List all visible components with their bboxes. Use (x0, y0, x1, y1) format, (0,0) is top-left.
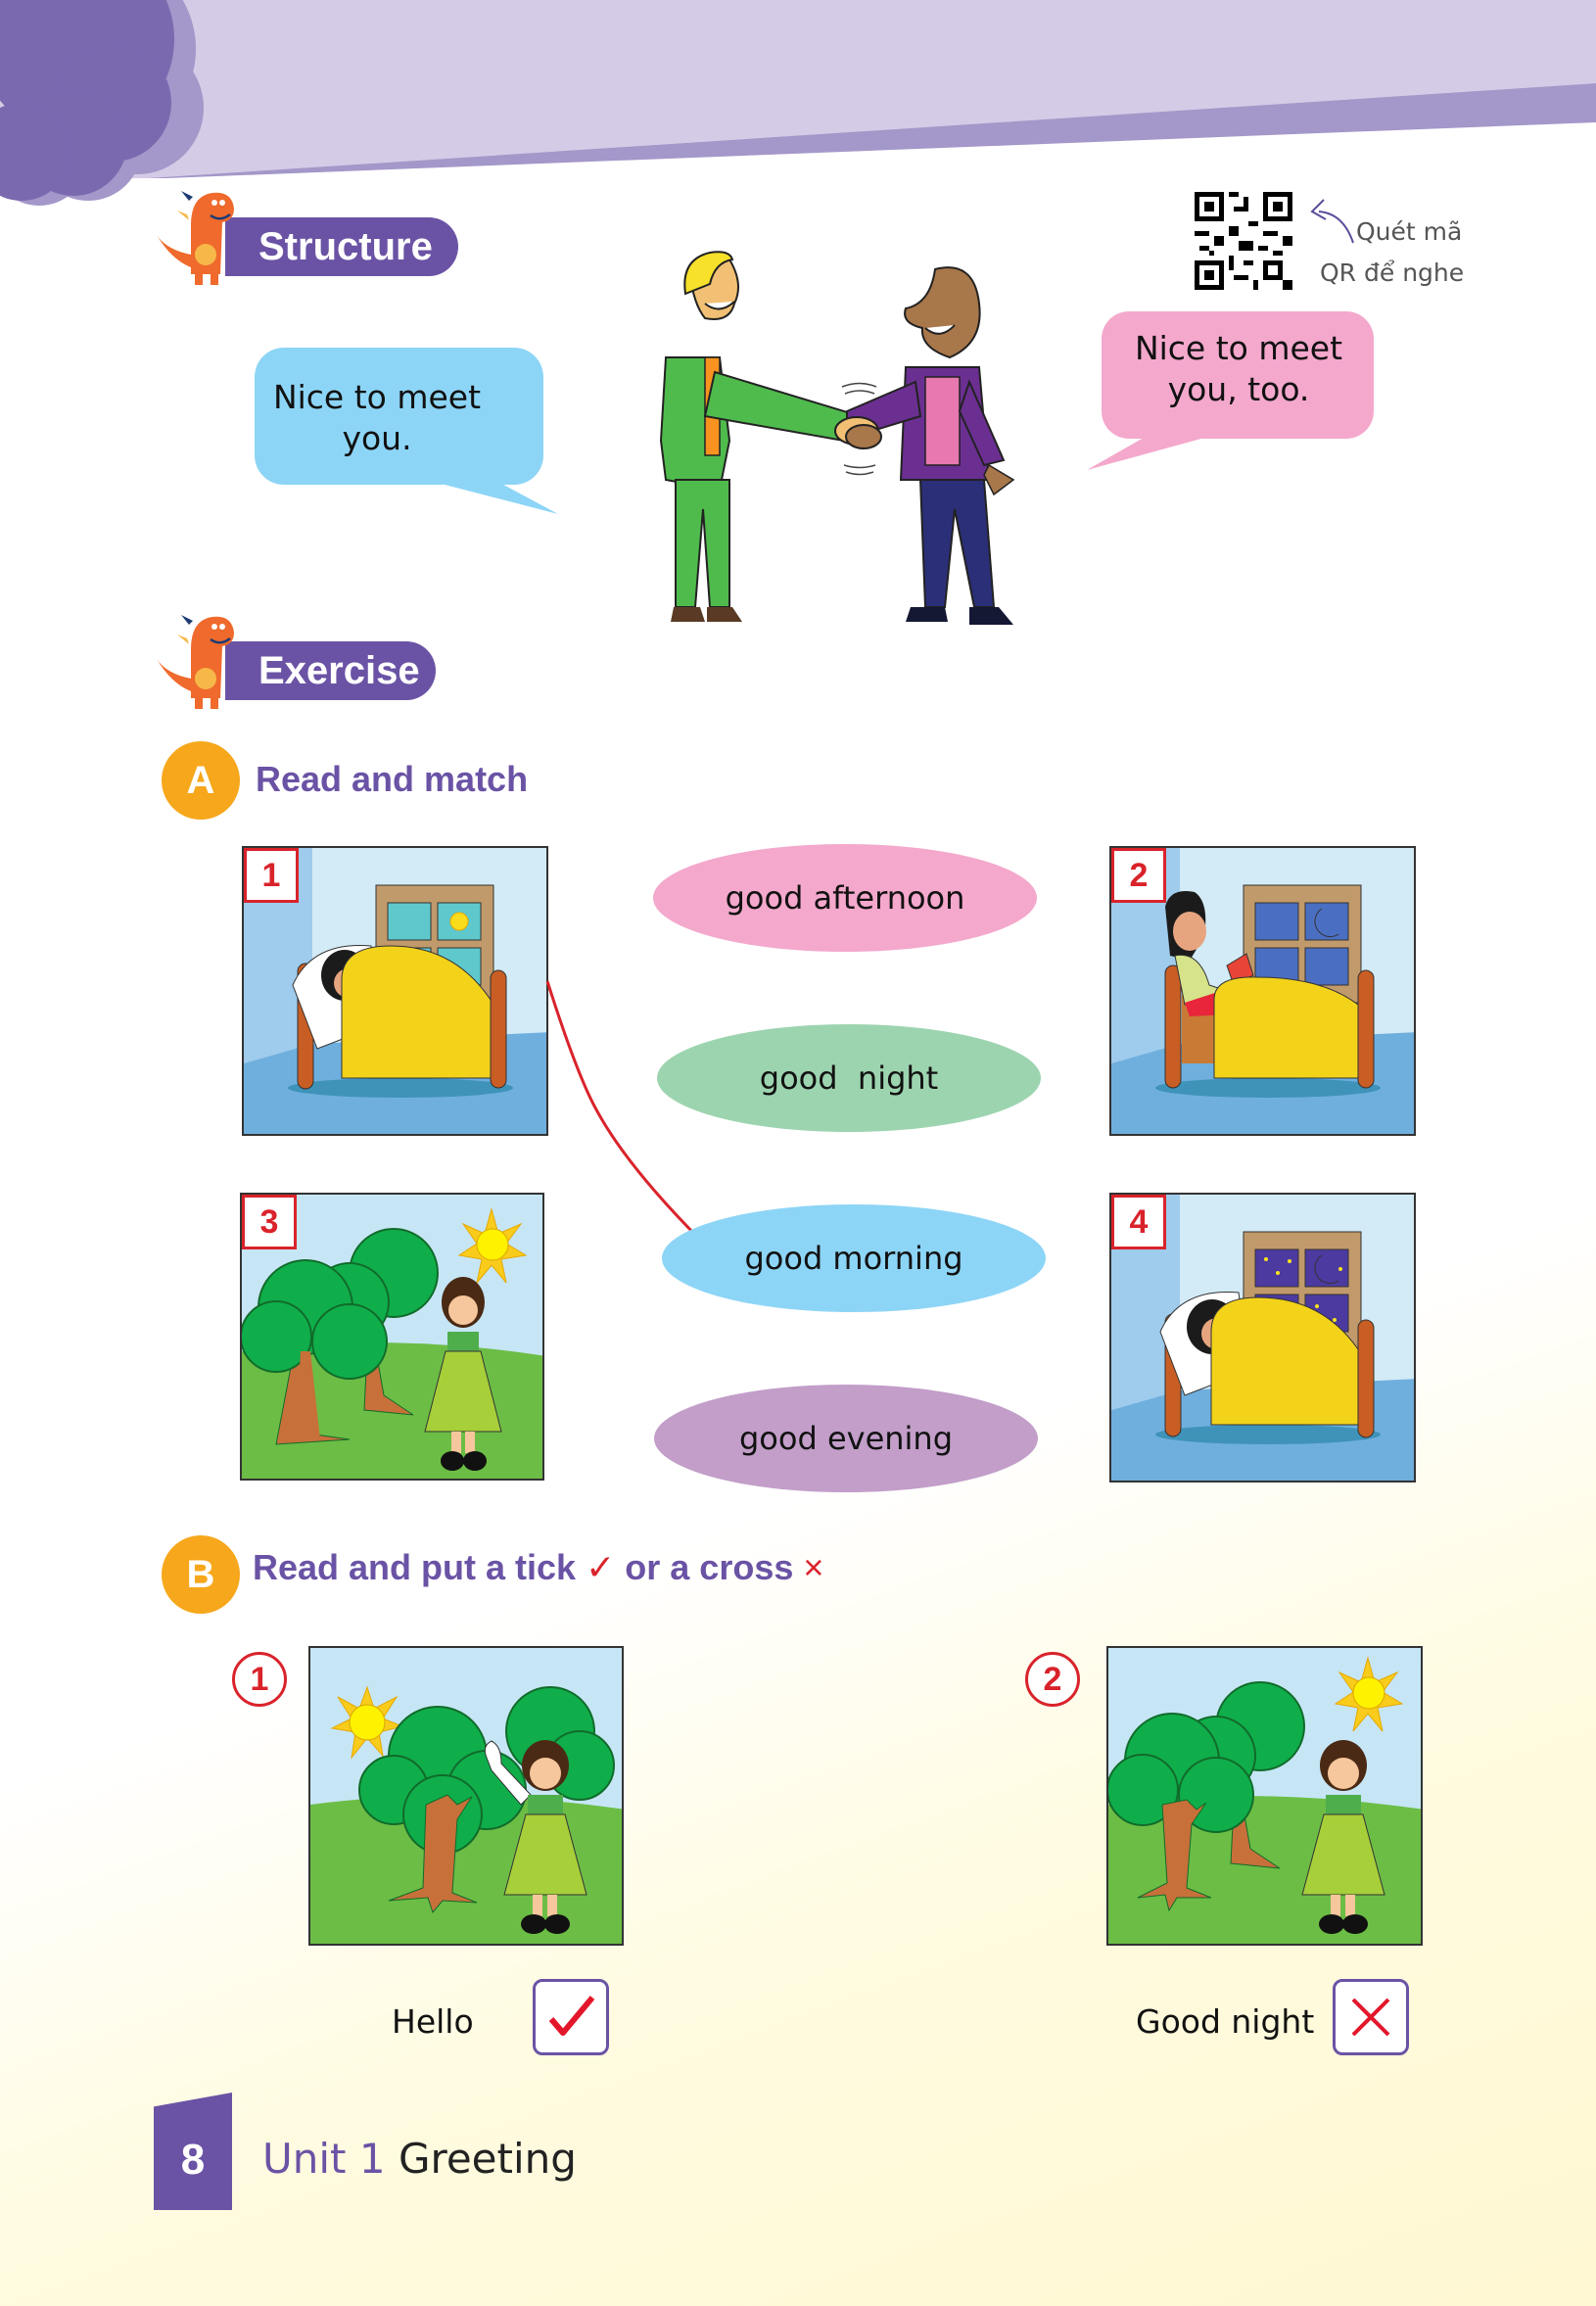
answer-label-1: Hello (392, 2002, 474, 2041)
answer-label-2: Good night (1136, 2002, 1315, 2041)
part-a-title: Read and match (256, 759, 529, 799)
cross-icon: × (803, 1547, 824, 1587)
match-line (545, 980, 700, 1240)
speech-bubble-left (255, 348, 558, 514)
dinosaur-icon (157, 191, 234, 285)
picture-b1 (308, 1646, 624, 1946)
speech-bubble-right (1087, 311, 1374, 470)
tick-icon: ✓ (586, 1547, 616, 1587)
curved-arrow-icon (1310, 199, 1354, 244)
part-b-title: Read and put a tick ✓ or a cross × (253, 1547, 824, 1587)
option-good-afternoon[interactable]: good afternoon (653, 844, 1037, 952)
structure-heading: Structure (225, 217, 458, 276)
picture-number: 1 (244, 848, 299, 903)
picture-number: 3 (242, 1195, 297, 1249)
unit-title: Unit 1 Greeting (262, 2135, 577, 2183)
unit-name: Greeting (398, 2135, 577, 2183)
page-number: 8 (154, 2093, 232, 2210)
picture-number: 4 (1111, 1195, 1166, 1249)
part-b-badge: B (162, 1535, 240, 1614)
option-good-evening[interactable]: good evening (654, 1385, 1038, 1492)
exercise-title: Exercise (258, 648, 420, 692)
qr-code[interactable] (1195, 192, 1292, 290)
qr-label-line2: QR để nghe (1320, 259, 1465, 287)
answer-box-1[interactable] (533, 1979, 609, 2055)
picture-number: 2 (1111, 848, 1166, 903)
picture-b2 (1106, 1646, 1423, 1946)
header-banner (0, 0, 1596, 206)
option-good-night[interactable]: good night (657, 1024, 1041, 1132)
exercise-heading: Exercise (225, 641, 436, 700)
cloud-decoration (0, 0, 204, 206)
handshake-illustration (659, 251, 1015, 625)
unit-number: Unit 1 (262, 2135, 386, 2183)
option-good-morning[interactable]: good morning (662, 1204, 1046, 1312)
structure-title: Structure (258, 224, 433, 268)
picture-4: 4 (1109, 1193, 1416, 1482)
cross-icon (1351, 1998, 1390, 2037)
answer-box-2[interactable] (1333, 1979, 1409, 2055)
part-a-badge: A (162, 741, 240, 820)
dinosaur-icon (157, 615, 234, 709)
speech-text-left: Nice to meet you. (272, 378, 482, 457)
picture-3: 3 (240, 1193, 544, 1481)
speech-text-right: Nice to meet you, too. (1134, 329, 1343, 408)
item-number: 2 (1025, 1652, 1080, 1707)
picture-1: 1 (242, 846, 548, 1136)
tick-icon (548, 1996, 595, 2036)
item-number: 1 (232, 1652, 287, 1707)
qr-label-line1: Quét mã (1356, 217, 1463, 246)
picture-2: 2 (1109, 846, 1416, 1136)
